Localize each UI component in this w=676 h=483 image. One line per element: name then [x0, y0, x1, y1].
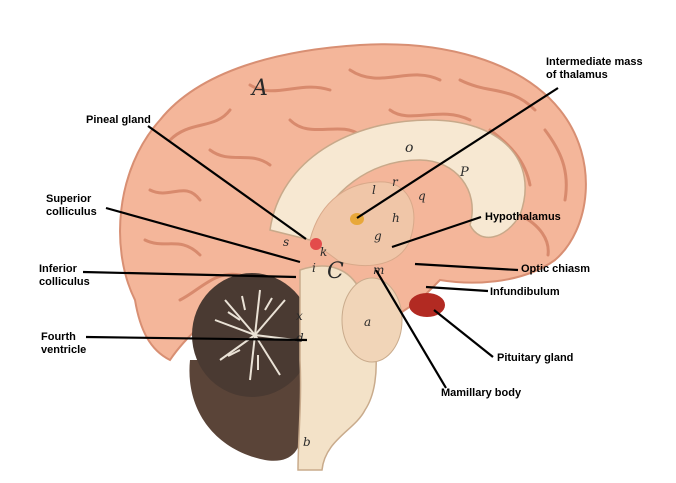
label-pituitary-gland: Pituitary gland [497, 352, 573, 365]
label-mamillary-body: Mamillary body [441, 387, 521, 400]
label-hypothalamus: Hypothalamus [485, 211, 561, 224]
line-infundibulum [425, 285, 489, 293]
line-intermediate-mass [356, 87, 559, 219]
label-intermediate-mass-line2: of thalamus [546, 69, 608, 81]
line-mamillary-body [375, 269, 447, 389]
label-hypothalamus-line1: Hypothalamus [485, 211, 561, 223]
label-fourth-ventricle-line2: ventricle [41, 344, 87, 356]
label-pineal-gland-line1: Pineal gland [86, 114, 151, 126]
letter-k: k [320, 245, 327, 259]
letter-m: m [373, 263, 384, 277]
label-fourth-ventricle-line1: Fourth [41, 331, 76, 343]
line-inferior-colliculus [82, 270, 297, 279]
model-letters: A o P r q l h g s k i C m a x d b [250, 76, 469, 449]
cerebellum [192, 273, 312, 397]
line-fourth-ventricle [85, 335, 308, 342]
letter-p: P [459, 165, 469, 180]
label-inferior-colliculus-line2: colliculus [39, 276, 90, 288]
letter-q: q [418, 189, 426, 203]
label-pituitary-gland-line1: Pituitary gland [497, 352, 574, 364]
label-superior-colliculus-line2: colliculus [46, 206, 97, 218]
label-optic-chiasm-line1: Optic chiasm [521, 263, 591, 275]
letter-A: A [250, 76, 268, 101]
label-optic-chiasm: Optic chiasm [521, 263, 590, 276]
letter-C: C [327, 259, 344, 284]
label-infundibulum: Infundibulum [490, 286, 560, 299]
letter-r: r [392, 175, 399, 189]
label-infundibulum-line1: Infundibulum [490, 286, 560, 298]
line-superior-colliculus [105, 206, 301, 264]
gyri-pattern [143, 68, 568, 302]
label-superior-colliculus-line1: Superior [46, 193, 92, 205]
label-pineal-gland: Pineal gland [86, 114, 151, 127]
letter-x: x [296, 309, 303, 323]
letter-b: b [303, 435, 311, 449]
line-hypothalamus [391, 215, 482, 249]
label-fourth-ventricle: Fourth ventricle [41, 331, 86, 357]
label-inferior-colliculus: Inferior colliculus [39, 263, 90, 289]
letter-i: i [312, 261, 316, 275]
letter-o: o [405, 140, 413, 156]
arbor-vitae [214, 289, 296, 381]
letter-l: l [372, 183, 376, 197]
pons [341, 277, 403, 363]
label-intermediate-mass: Intermediate mass of thalamus [546, 56, 643, 82]
letter-s: s [283, 235, 289, 249]
line-pituitary-gland [433, 309, 494, 358]
pineal-spot [310, 238, 322, 250]
letter-d: d [296, 331, 304, 345]
label-intermediate-mass-line1: Intermediate mass [546, 56, 643, 68]
line-pineal-gland [147, 125, 307, 240]
line-optic-chiasm [414, 262, 519, 272]
label-inferior-colliculus-line1: Inferior [39, 263, 77, 275]
leader-lines [82, 87, 559, 389]
letter-a: a [364, 315, 371, 329]
letter-h: h [392, 211, 400, 225]
label-superior-colliculus: Superior colliculus [46, 193, 97, 219]
letter-g: g [374, 229, 382, 243]
label-mamillary-body-line1: Mamillary body [441, 387, 522, 399]
thalamus-region [309, 181, 415, 267]
